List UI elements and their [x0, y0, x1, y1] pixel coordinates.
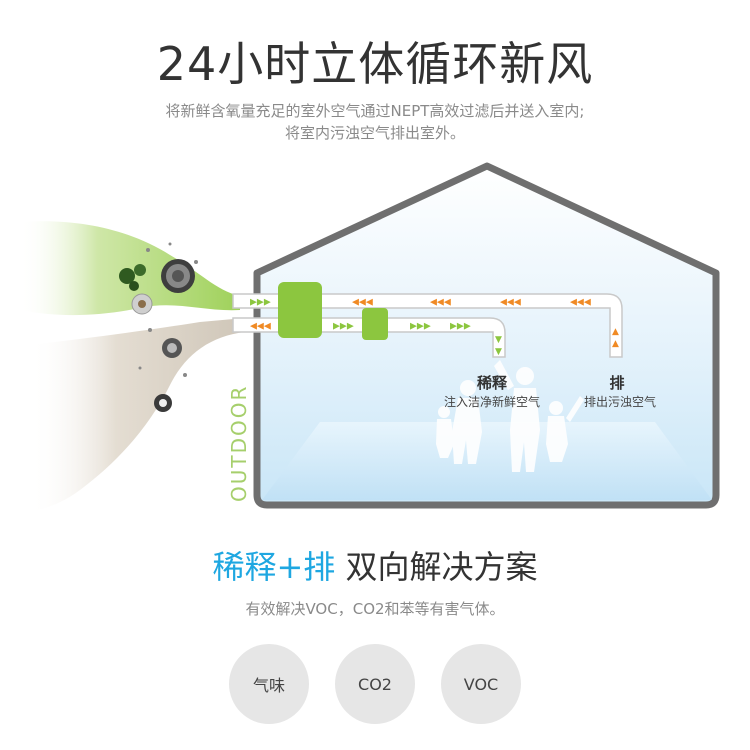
pollutant-list: 气味 CO2 VOC — [0, 644, 750, 724]
svg-text:▶▶▶: ▶▶▶ — [250, 298, 271, 308]
subtitle-line-2: 将室内污浊空气排出室外。 — [284, 124, 465, 142]
family-silhouette — [436, 360, 584, 472]
pollutant-co2: CO2 — [335, 644, 415, 724]
svg-text:▼: ▼ — [495, 347, 502, 357]
solution-headline-accent: 稀释+排 — [212, 548, 336, 586]
page-title: 24小时立体循环新风 — [156, 37, 594, 91]
ventilation-unit — [278, 282, 322, 338]
solution-headline-rest: 双向解决方案 — [335, 548, 538, 586]
particles — [119, 242, 198, 412]
airflow-arrows: ▶▶▶ ◀◀◀ ◀◀◀ ◀◀◀ ◀◀◀ ◀◀◀ ▶▶▶ ▶▶▶ ▶▶▶ ▼ ▼ … — [250, 298, 619, 358]
svg-text:◀◀◀: ◀◀◀ — [352, 298, 373, 308]
svg-text:◀◀◀: ◀◀◀ — [500, 298, 521, 308]
subtitle-line-1: 将新鲜含氧量充足的室外空气通过NEPT高效过滤后并送入室内; — [165, 102, 585, 120]
svg-text:▼: ▼ — [495, 335, 502, 345]
solution-description: 有效解决VOC，CO2和苯等有害气体。 — [245, 600, 505, 618]
exhaust-description: 排出污浊空气 — [584, 394, 656, 409]
svg-text:▲: ▲ — [612, 327, 619, 337]
exhaust-title: 排 — [609, 374, 624, 392]
dilute-description: 注入洁净新鲜空气 — [444, 394, 540, 409]
polluted-air-cloud — [30, 318, 245, 512]
dilute-title: 稀释 — [477, 374, 508, 392]
pollutant-odor: 气味 — [229, 644, 309, 724]
svg-text:▲: ▲ — [612, 339, 619, 349]
svg-text:◀◀◀: ◀◀◀ — [570, 298, 591, 308]
svg-text:◀◀◀: ◀◀◀ — [250, 322, 271, 332]
ventilation-diagram: ▶▶▶ ◀◀◀ ◀◀◀ ◀◀◀ ◀◀◀ ◀◀◀ ▶▶▶ ▶▶▶ ▶▶▶ ▼ ▼ … — [20, 162, 720, 512]
pollutant-voc: VOC — [441, 644, 521, 724]
svg-text:▶▶▶: ▶▶▶ — [333, 322, 354, 332]
svg-text:▶▶▶: ▶▶▶ — [450, 322, 471, 332]
svg-text:◀◀◀: ◀◀◀ — [430, 298, 451, 308]
solution-headline: 稀释+排 双向解决方案 — [0, 542, 750, 588]
fresh-air-cloud — [20, 221, 240, 316]
svg-text:▶▶▶: ▶▶▶ — [410, 322, 431, 332]
room-floor — [262, 422, 712, 500]
outdoor-label: OUTDOOR — [227, 385, 251, 502]
filter-unit — [362, 308, 388, 340]
house-outline — [253, 162, 720, 509]
